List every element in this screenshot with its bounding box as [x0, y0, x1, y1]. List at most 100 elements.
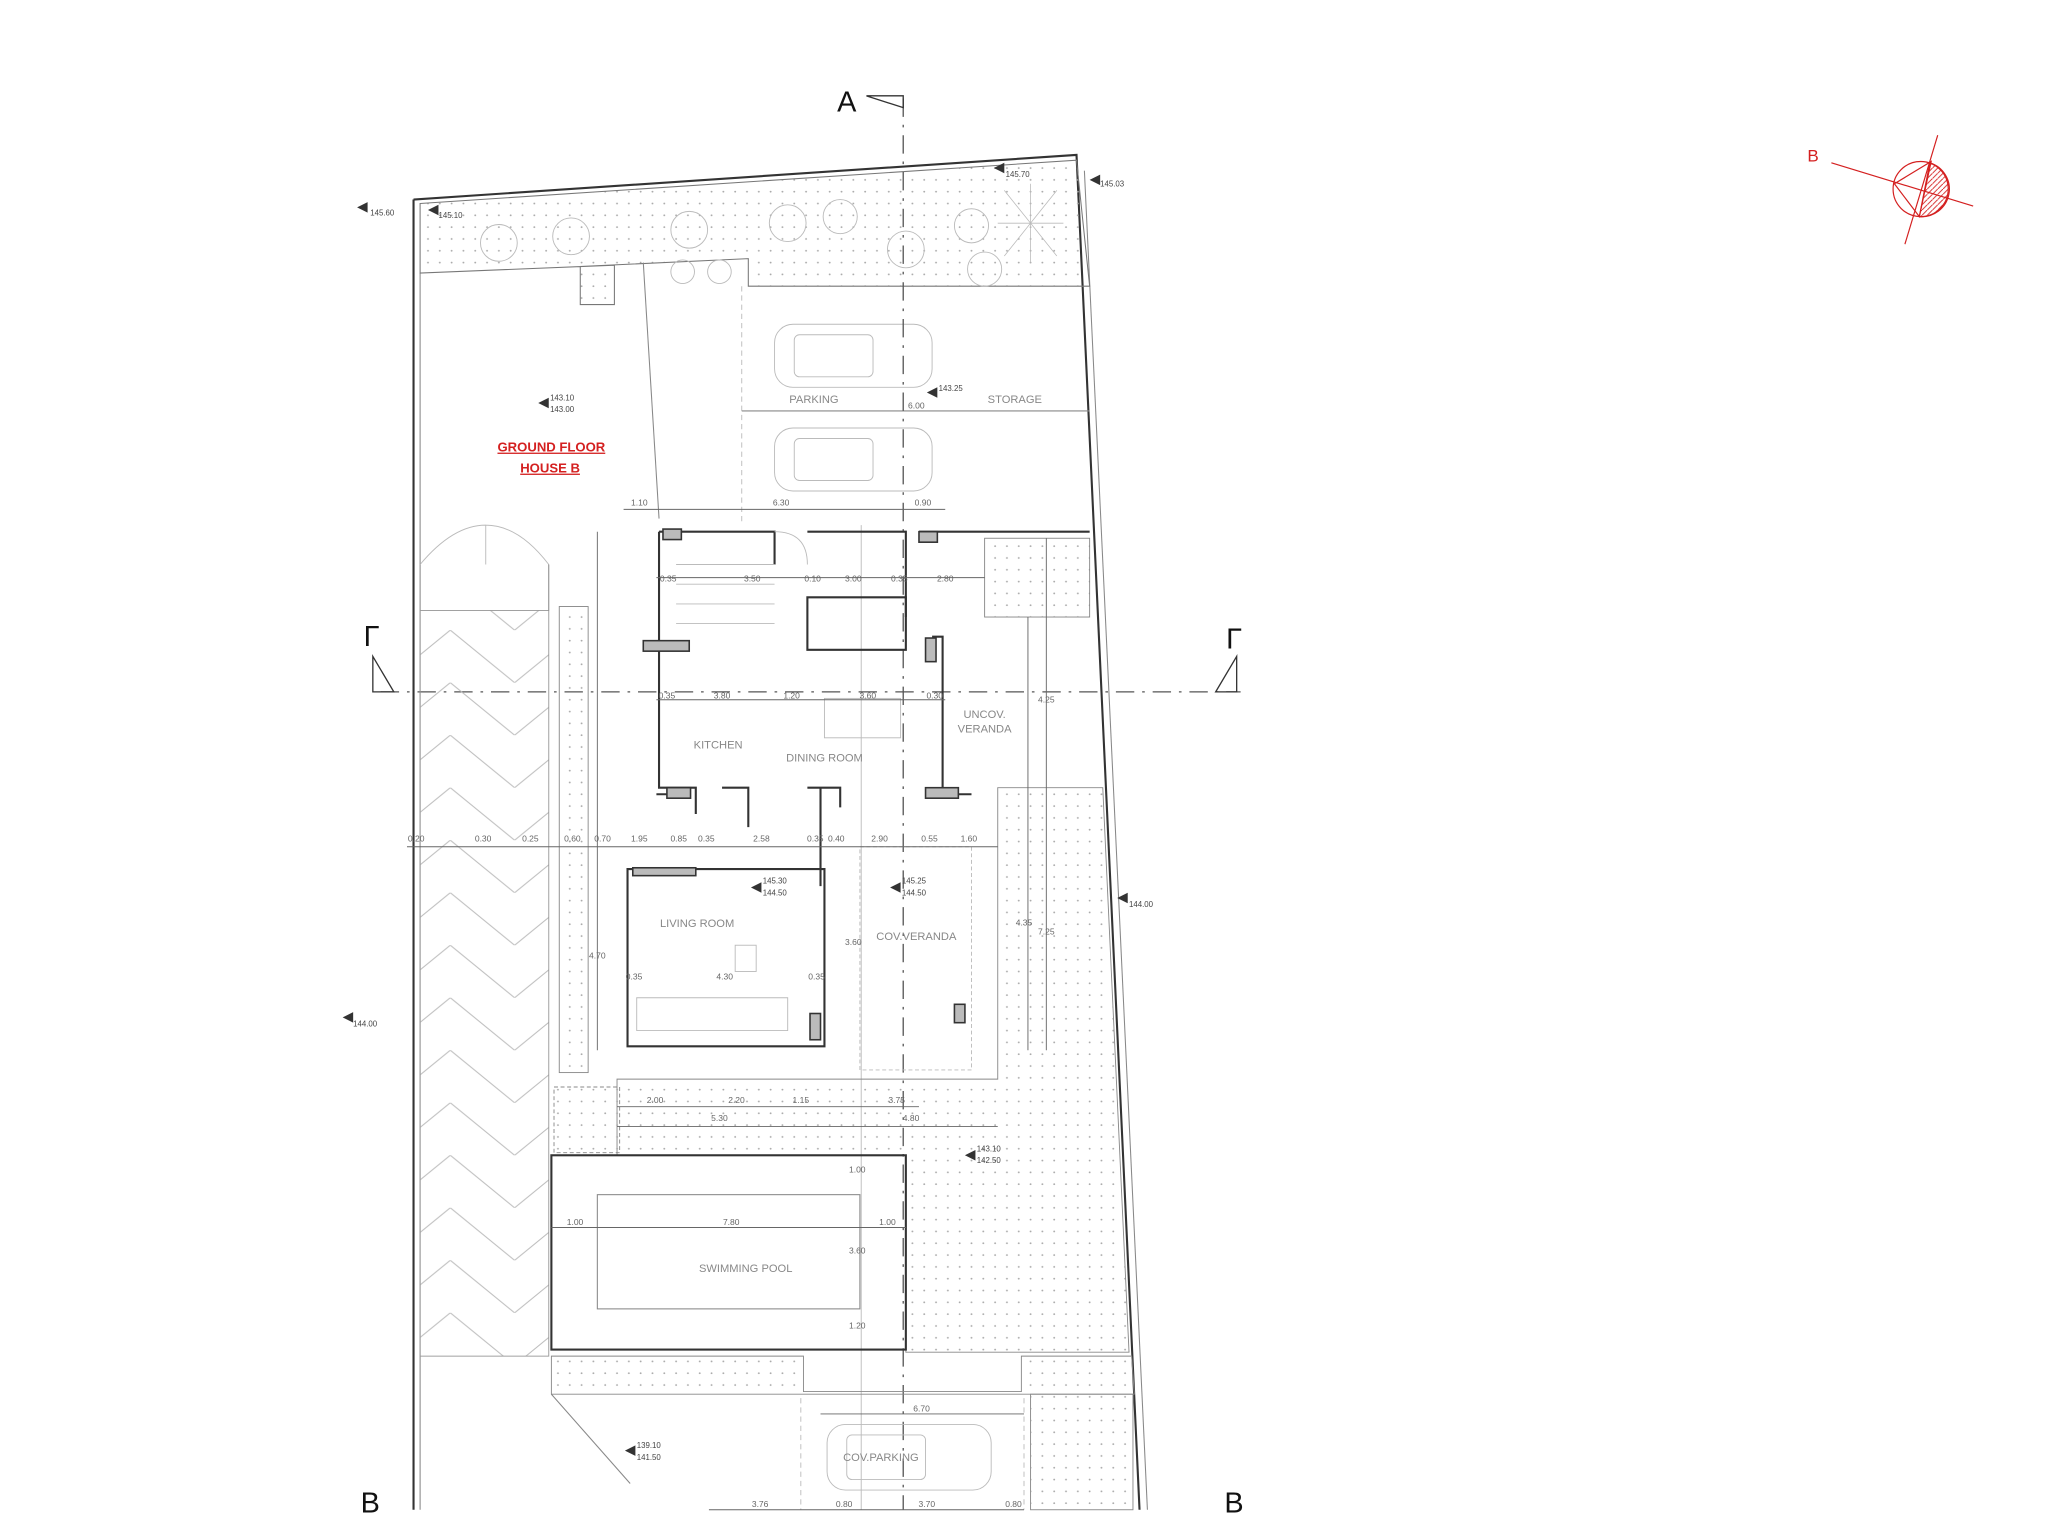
svg-text:142.50: 142.50 — [977, 1156, 1002, 1165]
parking-area — [642, 98, 1090, 1510]
svg-text:141.50: 141.50 — [637, 1453, 662, 1462]
svg-text:3.60: 3.60 — [845, 937, 862, 947]
svg-text:6.00: 6.00 — [908, 400, 925, 410]
svg-text:145.60: 145.60 — [370, 208, 395, 217]
elevation-marker-icon: 143.10 142.50 — [964, 1144, 1002, 1165]
svg-text:0.35: 0.35 — [660, 574, 677, 584]
elevation-marker-icon: 145.60 — [357, 202, 395, 217]
svg-text:144.50: 144.50 — [763, 888, 788, 897]
svg-text:0.20: 0.20 — [408, 834, 425, 844]
svg-text:0.35: 0.35 — [807, 834, 824, 844]
svg-text:145.10: 145.10 — [438, 211, 463, 220]
svg-text:0.35: 0.35 — [808, 971, 825, 981]
svg-text:0.35: 0.35 — [626, 971, 643, 981]
label-living-room: LIVING ROOM — [660, 918, 734, 930]
dimension-labels: 1.10 6.30 0.90 6.00 0.35 3.50 0.10 3.00 … — [408, 400, 1055, 1509]
elevation-marker-icon: 144.00 — [1117, 892, 1154, 909]
label-cov-parking: COV.PARKING — [843, 1452, 919, 1464]
svg-text:4.25: 4.25 — [1038, 694, 1055, 704]
svg-text:6.30: 6.30 — [773, 497, 790, 507]
svg-text:4.35: 4.35 — [1016, 918, 1033, 928]
svg-text:1.00: 1.00 — [879, 1217, 896, 1227]
swimming-pool — [550, 1154, 907, 1351]
svg-text:3.76: 3.76 — [752, 1499, 769, 1509]
svg-text:0.80: 0.80 — [1005, 1499, 1022, 1509]
compass-label: B — [1807, 146, 1818, 165]
svg-text:1.20: 1.20 — [783, 690, 800, 700]
svg-text:144.50: 144.50 — [902, 888, 927, 897]
svg-text:2.20: 2.20 — [728, 1095, 745, 1105]
car-icon — [774, 323, 933, 492]
svg-text:0.60: 0.60 — [564, 834, 581, 844]
svg-text:0.40: 0.40 — [828, 834, 845, 844]
svg-text:143.10: 143.10 — [977, 1144, 1002, 1153]
label-storage: STORAGE — [988, 394, 1042, 406]
svg-text:4.70: 4.70 — [589, 950, 606, 960]
svg-text:0.10: 0.10 — [804, 574, 821, 584]
svg-text:0.90: 0.90 — [915, 497, 932, 507]
svg-text:4.30: 4.30 — [716, 971, 733, 981]
bottom-area: B B — [361, 1355, 1244, 1519]
svg-text:B: B — [361, 1487, 380, 1519]
svg-text:1.10: 1.10 — [631, 497, 648, 507]
svg-text:6.70: 6.70 — [913, 1403, 930, 1413]
svg-text:1.60: 1.60 — [961, 834, 978, 844]
elevation-marker-icon: 143.10 143.00 — [538, 393, 575, 414]
svg-text:0.35: 0.35 — [698, 834, 715, 844]
house-walls — [626, 528, 1090, 1071]
svg-text:0.70: 0.70 — [594, 834, 611, 844]
svg-text:144.00: 144.00 — [353, 1020, 378, 1029]
svg-text:2.00: 2.00 — [647, 1095, 664, 1105]
svg-text:0.80: 0.80 — [836, 1499, 853, 1509]
label-uncov-veranda: UNCOV. — [963, 709, 1005, 721]
svg-text:2.80: 2.80 — [937, 574, 954, 584]
svg-text:1.15: 1.15 — [793, 1095, 810, 1105]
car-icon — [826, 1423, 992, 1491]
room-labels: PARKING STORAGE KITCHEN DINING ROOM UNCO… — [497, 394, 1041, 1464]
svg-text:3.00: 3.00 — [845, 574, 862, 584]
svg-text:143.00: 143.00 — [550, 405, 575, 414]
svg-text:143.10: 143.10 — [550, 393, 575, 402]
label-dining-room: DINING ROOM — [786, 752, 863, 764]
svg-text:2.58: 2.58 — [753, 834, 770, 844]
svg-text:1.00: 1.00 — [567, 1217, 584, 1227]
svg-text:3.70: 3.70 — [919, 1499, 936, 1509]
svg-text:VERANDA: VERANDA — [958, 724, 1012, 736]
svg-text:145.30: 145.30 — [763, 877, 788, 886]
svg-text:3.80: 3.80 — [714, 690, 731, 700]
svg-text:1.95: 1.95 — [631, 834, 648, 844]
svg-text:145.25: 145.25 — [902, 877, 927, 886]
top-garden — [419, 159, 1091, 306]
svg-text:0.85: 0.85 — [670, 834, 687, 844]
svg-text:1.20: 1.20 — [849, 1321, 866, 1331]
drawing-subtitle: HOUSE B — [520, 461, 580, 476]
elevation-marker-icon: 144.00 — [342, 1012, 378, 1029]
svg-text:B: B — [1224, 1487, 1243, 1519]
svg-text:0.55: 0.55 — [921, 834, 938, 844]
elevation-marker-icon: 145.03 — [1089, 174, 1125, 188]
elevation-marker-icon: 139.10 141.50 — [624, 1441, 662, 1462]
svg-text:3.60: 3.60 — [859, 690, 876, 700]
side-gardens — [553, 537, 1130, 1353]
svg-text:3.75: 3.75 — [888, 1095, 905, 1105]
label-swimming-pool: SWIMMING POOL — [699, 1263, 792, 1275]
svg-text:139.10: 139.10 — [637, 1441, 662, 1450]
elevation-marker-icon: 145.30 144.50 — [750, 877, 788, 897]
svg-text:143.25: 143.25 — [939, 384, 964, 393]
elevation-marker-icon: 145.25 144.50 — [890, 877, 927, 897]
svg-text:7.25: 7.25 — [1038, 927, 1055, 937]
svg-text:0.35: 0.35 — [659, 690, 676, 700]
section-marker-a: A — [837, 87, 904, 119]
label-cov-veranda: COV.VERANDA — [876, 931, 957, 943]
svg-text:7.80: 7.80 — [723, 1217, 740, 1227]
drawing-title: GROUND FLOOR — [497, 440, 605, 455]
elevation-marker-icon: 145.70 — [993, 162, 1030, 179]
svg-text:5.30: 5.30 — [711, 1113, 728, 1123]
svg-text:0.25: 0.25 — [522, 834, 539, 844]
svg-text:1.00: 1.00 — [849, 1164, 866, 1174]
tree-icon — [997, 183, 1064, 263]
section-line-gamma: Γ Γ — [364, 621, 1242, 693]
elevation-markers: 145.60 145.10 145.70 145.03 143.10 143.00… — [342, 162, 1154, 1462]
left-driveway — [419, 524, 550, 1357]
